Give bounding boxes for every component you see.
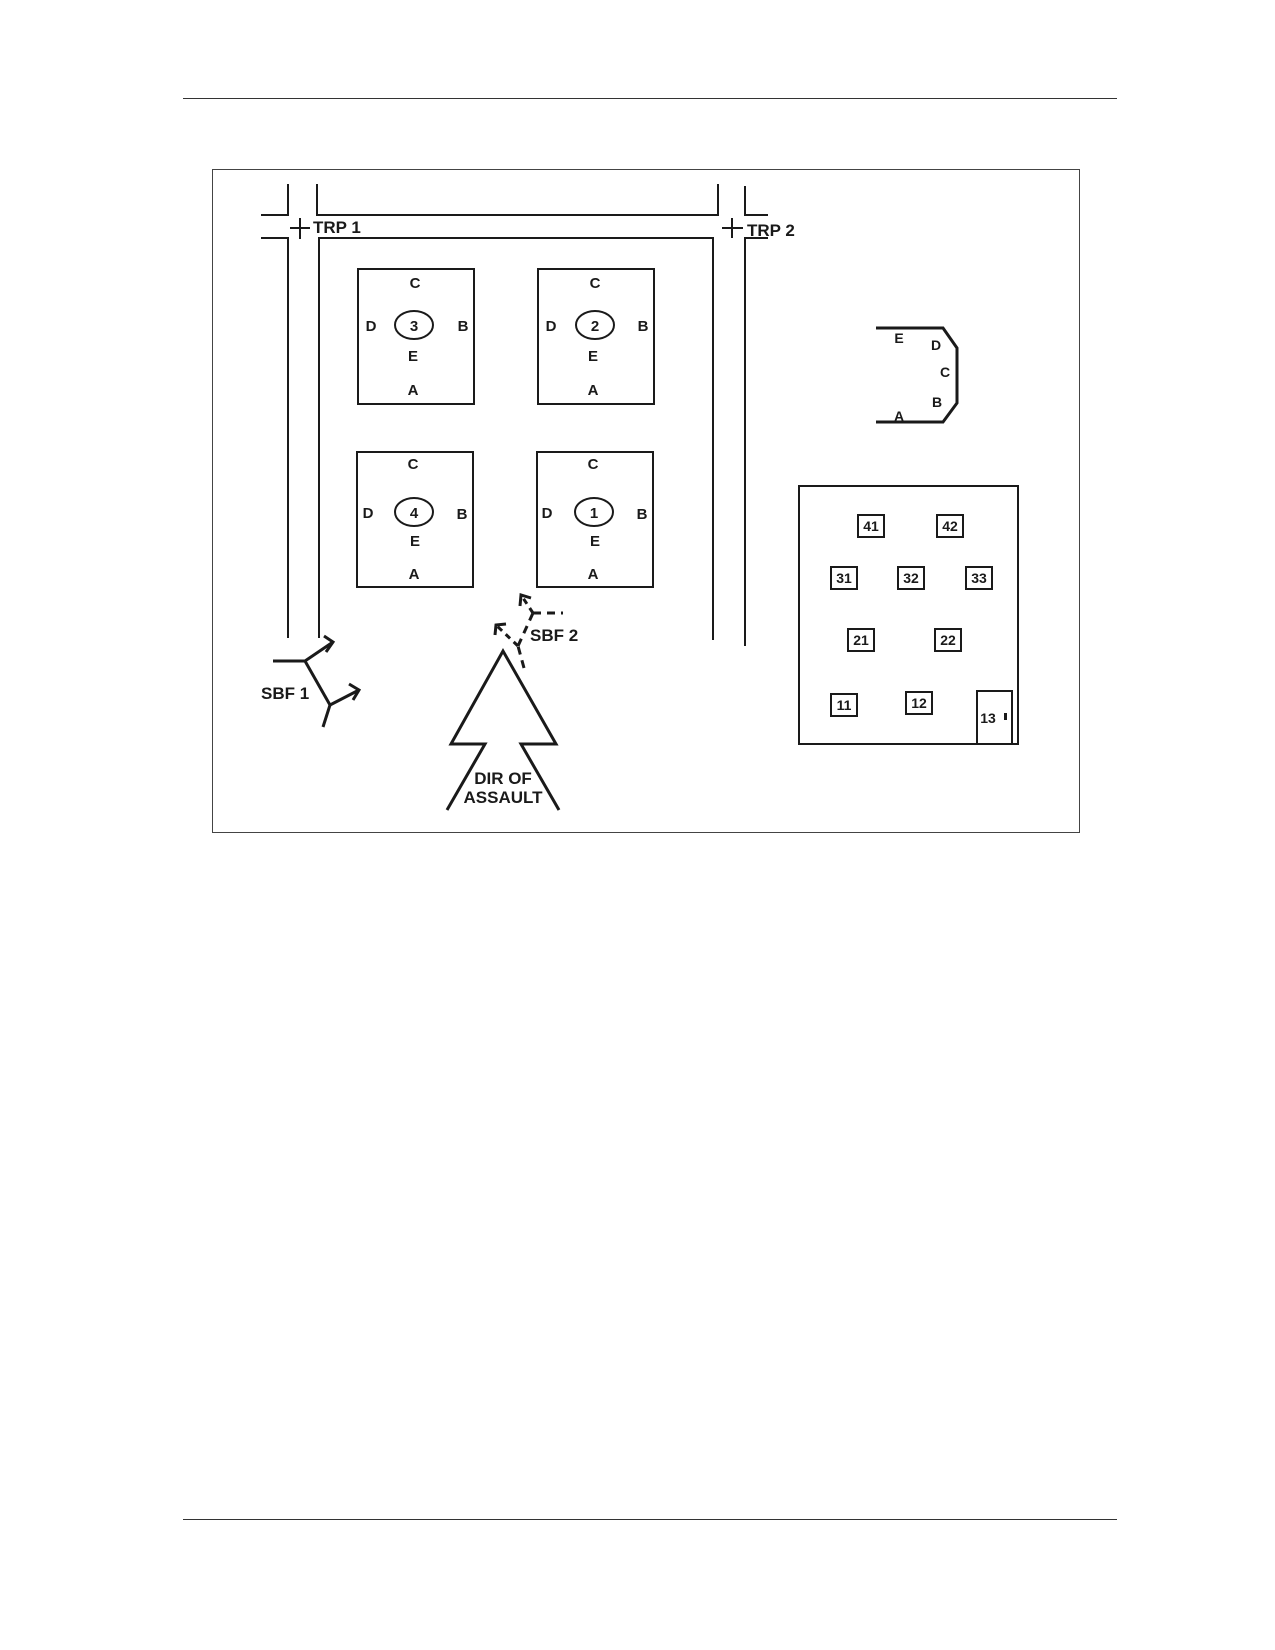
building-number-circle <box>575 310 615 340</box>
room-number: 41 <box>863 518 879 534</box>
room-number: 22 <box>940 632 956 648</box>
tactical-diagram: TRP 1 TRP 2 3 C D B E A 2 <box>212 169 1080 833</box>
side-label-bottom: A <box>588 382 599 399</box>
sbf-1-label: SBF 1 <box>261 684 309 703</box>
side-label-center: E <box>588 348 598 365</box>
room-number: 31 <box>836 570 852 586</box>
room-layout-outline <box>798 485 1019 745</box>
room-number: 11 <box>837 697 852 713</box>
side-label-top: C <box>408 456 419 473</box>
sbf-2-symbol <box>493 593 563 669</box>
building-3: 3 C D B E A <box>357 268 475 405</box>
side-label-left: D <box>546 318 557 335</box>
building-number: 3 <box>410 318 418 335</box>
side-label-center: E <box>408 348 418 365</box>
street-line <box>261 237 289 638</box>
side-label-right: B <box>458 318 469 335</box>
building-2: 2 C D B E A <box>537 268 655 405</box>
side-label-right: B <box>638 318 649 335</box>
building-number-circle <box>574 497 614 527</box>
assault-label-line-2: ASSAULT <box>463 788 543 807</box>
building-4: 4 C D B E A <box>356 451 474 588</box>
side-label-top: C <box>410 275 421 292</box>
building-1: 1 C D B E A <box>536 451 654 588</box>
lettered-wall: E D C B A <box>876 326 959 424</box>
room-number: 13 <box>980 710 996 726</box>
building-number: 1 <box>590 505 598 522</box>
side-label-center: E <box>410 533 420 550</box>
room-number: 12 <box>911 695 927 711</box>
side-label-right: B <box>457 506 468 523</box>
direction-of-assault-arrow <box>445 647 561 811</box>
street-line <box>318 237 714 640</box>
room-13: 13 <box>976 690 1013 745</box>
building-number-circle <box>394 497 434 527</box>
building-number-circle <box>394 310 434 340</box>
street-corner <box>744 186 768 216</box>
assault-label-line-1: DIR OF <box>474 769 532 788</box>
room-32: 32 <box>897 566 925 590</box>
wall-label-a: A <box>894 408 904 424</box>
wall-label-b: B <box>932 394 942 410</box>
footer-rule <box>183 1519 1117 1520</box>
building-number: 4 <box>410 505 419 522</box>
room-33: 33 <box>965 566 993 590</box>
room-number: 21 <box>853 632 869 648</box>
side-label-left: D <box>363 505 374 522</box>
sbf-2-label: SBF 2 <box>530 626 578 645</box>
door-handle <box>1004 713 1007 720</box>
trp-1-label: TRP 1 <box>313 218 361 237</box>
room-42: 42 <box>936 514 964 538</box>
street-line <box>744 237 768 646</box>
street-lines <box>261 184 768 646</box>
side-label-center: E <box>590 533 600 550</box>
header-rule <box>183 98 1117 99</box>
side-label-left: D <box>366 318 377 335</box>
room-number: 42 <box>942 518 958 534</box>
trp-1-marker <box>290 218 310 239</box>
wall-label-c: C <box>940 364 950 380</box>
room-layout: 41 42 31 32 33 <box>798 485 1019 745</box>
side-label-top: C <box>588 456 599 473</box>
side-label-bottom: A <box>409 566 420 583</box>
side-label-bottom: A <box>588 566 599 583</box>
street-corner <box>261 184 289 216</box>
street-line <box>316 184 719 216</box>
room-11: 11 <box>830 693 858 717</box>
building-number: 2 <box>591 318 599 335</box>
room-number: 33 <box>971 570 987 586</box>
side-label-right: B <box>637 506 648 523</box>
side-label-left: D <box>542 505 553 522</box>
room-22: 22 <box>934 628 962 652</box>
room-12: 12 <box>905 691 933 715</box>
room-21: 21 <box>847 628 875 652</box>
trp-2-label: TRP 2 <box>747 221 795 240</box>
wall-label-e: E <box>894 330 903 346</box>
side-label-bottom: A <box>408 382 419 399</box>
room-41: 41 <box>857 514 885 538</box>
diagram-svg: TRP 1 TRP 2 3 C D B E A 2 <box>261 184 1019 811</box>
side-label-top: C <box>590 275 601 292</box>
room-number: 32 <box>903 570 919 586</box>
room-31: 31 <box>830 566 858 590</box>
trp-2-marker <box>722 218 743 238</box>
wall-label-d: D <box>931 337 941 353</box>
sbf-1-symbol <box>273 634 362 728</box>
